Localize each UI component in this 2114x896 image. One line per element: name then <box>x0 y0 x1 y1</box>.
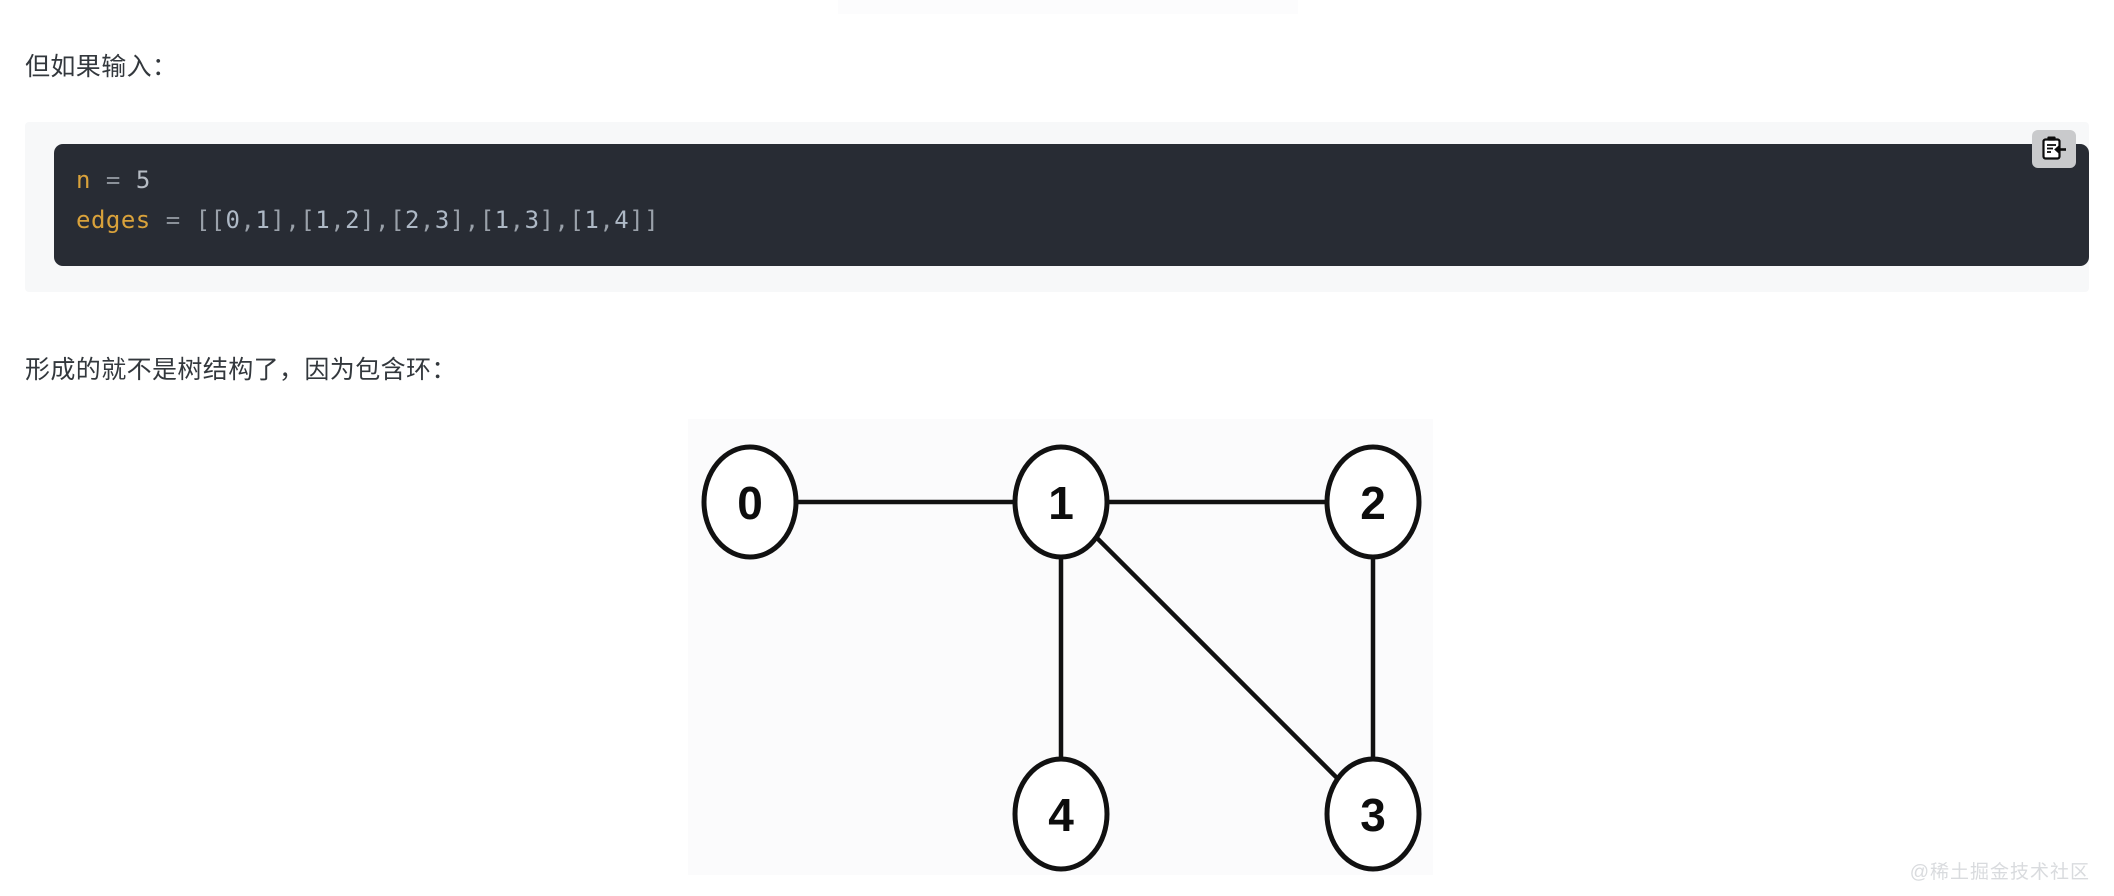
graph-node-label: 3 <box>1360 789 1386 841</box>
code-token-plain <box>181 206 196 234</box>
code-token-idx: 1 <box>584 206 600 234</box>
graph-node-label: 0 <box>737 477 763 529</box>
code-token-num: 5 <box>135 166 151 194</box>
code-token-idx: 0 <box>225 206 241 234</box>
graph-node-label: 2 <box>1360 477 1386 529</box>
code-token-idx: 4 <box>614 206 630 234</box>
copy-code-button[interactable] <box>2032 130 2076 168</box>
graph-node-0: 0 <box>701 444 799 560</box>
graph-node-circle <box>1324 444 1422 560</box>
graph-node-circle <box>1012 756 1110 872</box>
graph-node-label: 1 <box>1048 477 1074 529</box>
graph-edge-group <box>796 499 1376 781</box>
graph-node-group: 0 1 2 4 3 <box>701 444 1422 872</box>
graph-node-4: 4 <box>1012 756 1110 872</box>
code-line: n = 5 <box>76 160 2089 200</box>
top-cutoff-sliver <box>838 0 1298 14</box>
code-token-punct: ],[ <box>449 206 495 234</box>
code-token-idx: 1 <box>315 206 331 234</box>
code-token-punct: ],[ <box>360 206 405 234</box>
code-token-idx: 1 <box>494 206 510 234</box>
graph-node-circle <box>1012 444 1110 560</box>
site-watermark: @稀土掘金技术社区 <box>1909 862 2090 883</box>
code-token-idx: 2 <box>345 206 361 234</box>
code-token-punct: ],[ <box>270 206 316 234</box>
graph-node-1: 1 <box>1012 444 1110 560</box>
code-token-idx: 3 <box>434 206 450 234</box>
code-token-punct: , <box>599 206 615 234</box>
graph-node-3: 3 <box>1324 756 1422 872</box>
code-token-op: = <box>165 206 181 234</box>
code-token-punct: ]] <box>629 206 660 234</box>
code-token-punct: ],[ <box>539 206 585 234</box>
graph-node-label: 4 <box>1048 789 1074 841</box>
code-token-idx: 3 <box>524 206 540 234</box>
copy-clipboard-icon <box>2040 135 2068 164</box>
code-token-idx: 1 <box>255 206 271 234</box>
intro-paragraph: 但如果输入： <box>25 53 178 81</box>
graph-figure: 0 1 2 4 3 <box>688 419 1433 875</box>
code-block[interactable]: n = 5 edges = [[0,1],[1,2],[2,3],[1,3],[… <box>54 144 2089 266</box>
code-token-idx: 2 <box>404 206 420 234</box>
conclusion-paragraph: 形成的就不是树结构了，因为包含环： <box>25 356 457 384</box>
code-token-punct: , <box>330 206 346 234</box>
code-token-punct: , <box>419 206 435 234</box>
code-block-container: n = 5 edges = [[0,1],[1,2],[2,3],[1,3],[… <box>25 122 2089 292</box>
code-token-plain <box>121 166 136 194</box>
graph-edge-1-3 <box>1094 535 1340 781</box>
code-line: edges = [[0,1],[1,2],[2,3],[1,3],[1,4]] <box>76 200 2089 240</box>
graph-node-circle <box>701 444 799 560</box>
code-token-punct: , <box>240 206 256 234</box>
code-token-punct: [[ <box>195 206 226 234</box>
code-token-op: = <box>105 166 121 194</box>
code-token-var: n <box>76 166 91 194</box>
code-token-var: edges <box>76 206 151 234</box>
graph-diagram: 0 1 2 4 3 <box>701 444 1422 872</box>
code-token-punct: , <box>509 206 525 234</box>
graph-node-circle <box>1324 756 1422 872</box>
graph-node-2: 2 <box>1324 444 1422 560</box>
code-token-plain <box>151 206 166 234</box>
code-token-plain <box>91 166 106 194</box>
